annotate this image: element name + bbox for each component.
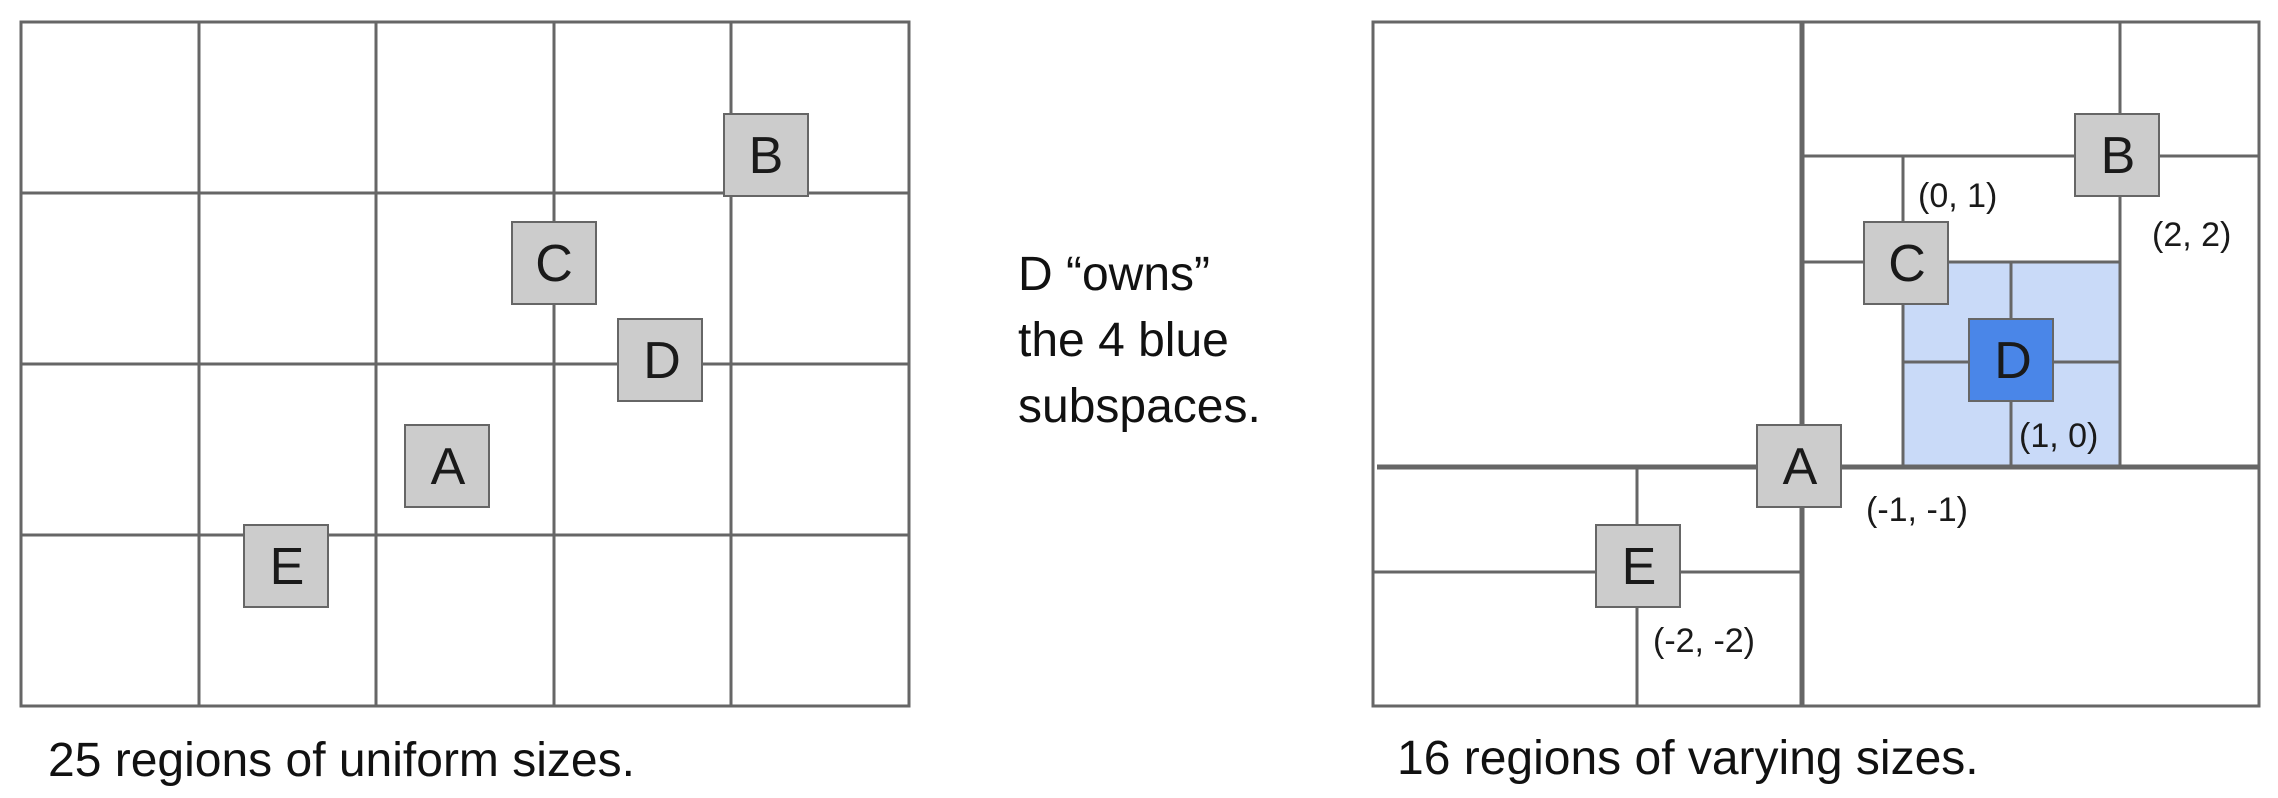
- point-box-b-rect: [723, 113, 809, 197]
- ownership-note-line-2: the 4 blue: [1018, 314, 1229, 367]
- coord-label-e: (-2, -2): [1653, 622, 1755, 660]
- point-box-d-rect: [1968, 318, 2054, 402]
- uniform-grid-caption: 25 regions of uniform sizes.: [48, 734, 635, 787]
- point-box-a-rect: [1756, 424, 1842, 508]
- point-box-a-label: A: [431, 438, 466, 496]
- uniform-grid-panel: B C D A E 25 regions of uniform sizes.: [19, 20, 911, 787]
- point-box-e: E: [1595, 524, 1681, 608]
- point-box-e-rect: [1595, 524, 1681, 608]
- point-box-d-rect: [617, 318, 703, 402]
- point-box-d-label: D: [643, 332, 681, 390]
- point-box-d-highlighted: D: [1968, 318, 2054, 402]
- point-box-c-label: C: [535, 235, 573, 293]
- point-box-c: C: [511, 221, 597, 305]
- varying-grid-caption: 16 regions of varying sizes.: [1397, 732, 1979, 785]
- ownership-note: D “owns” the 4 blue subspaces.: [1018, 248, 1261, 433]
- point-box-b-label: B: [749, 127, 784, 185]
- varying-grid-border: [1371, 20, 2261, 708]
- point-box-e-label: E: [270, 538, 305, 596]
- point-box-e-rect: [243, 524, 329, 608]
- coord-label-d: (1, 0): [2019, 417, 2098, 455]
- point-box-b-label: B: [2101, 127, 2136, 185]
- point-box-c-label: C: [1888, 235, 1926, 293]
- point-box-b-rect: [2074, 113, 2160, 197]
- point-box-d-label: D: [1994, 332, 2032, 390]
- point-box-c-rect: [1863, 221, 1949, 305]
- point-box-a-label: A: [1783, 438, 1818, 496]
- point-box-a: A: [1756, 424, 1842, 508]
- point-box-e: E: [243, 524, 329, 608]
- point-box-d: D: [617, 318, 703, 402]
- varying-grid-panel: B C D A E (2, 2) (0, 1) (1, 0) (-1, -1) …: [1371, 20, 2261, 785]
- point-box-b: B: [723, 113, 809, 197]
- coord-label-c: (0, 1): [1918, 177, 1997, 215]
- point-box-c: C: [1863, 221, 1949, 305]
- coord-label-a: (-1, -1): [1866, 491, 1968, 529]
- point-box-b: B: [2074, 113, 2160, 197]
- ownership-note-line-1: D “owns”: [1018, 248, 1210, 301]
- ownership-note-line-3: subspaces.: [1018, 380, 1261, 433]
- coord-label-b: (2, 2): [2152, 216, 2231, 254]
- point-box-a-rect: [404, 424, 490, 508]
- point-box-c-rect: [511, 221, 597, 305]
- point-box-a: A: [404, 424, 490, 508]
- point-box-e-label: E: [1622, 538, 1657, 596]
